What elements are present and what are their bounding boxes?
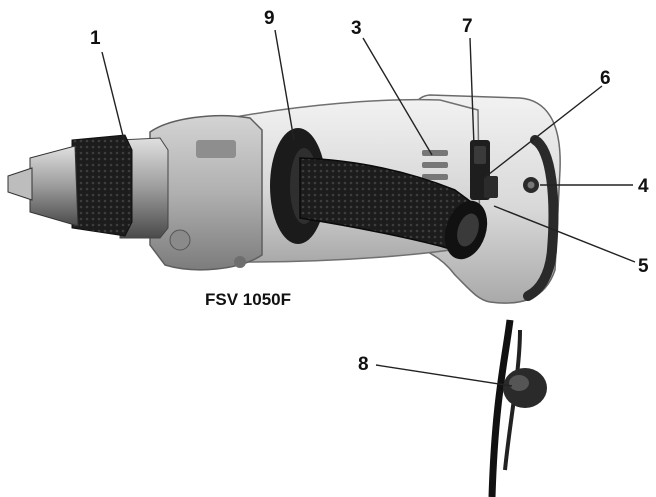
vent-slots <box>422 150 448 180</box>
callout-9: 9 <box>264 8 275 29</box>
leader-3 <box>362 37 433 156</box>
leader-7 <box>469 37 475 147</box>
callout-4: 4 <box>638 176 649 197</box>
leader-1 <box>101 51 125 141</box>
callout-labels: 1 9 3 7 6 4 5 8 <box>90 8 649 375</box>
switch-assembly <box>470 140 498 200</box>
leader-5 <box>493 205 636 263</box>
power-cord <box>488 319 522 497</box>
callout-1: 1 <box>90 28 101 49</box>
leader-lines <box>101 29 636 387</box>
callout-8: 8 <box>358 354 369 375</box>
chuck <box>7 134 133 237</box>
leader-8 <box>375 364 513 387</box>
callout-7: 7 <box>462 16 473 37</box>
cord-clip <box>503 368 547 408</box>
lock-button <box>523 177 539 193</box>
callout-6: 6 <box>600 68 611 89</box>
callout-3: 3 <box>351 18 362 39</box>
callout-5: 5 <box>638 256 649 277</box>
leader-9 <box>274 29 295 141</box>
auxiliary-handle <box>270 128 488 260</box>
model-label: FSV 1050F <box>205 290 291 309</box>
leader-6 <box>483 85 603 179</box>
gearbox <box>149 114 263 271</box>
